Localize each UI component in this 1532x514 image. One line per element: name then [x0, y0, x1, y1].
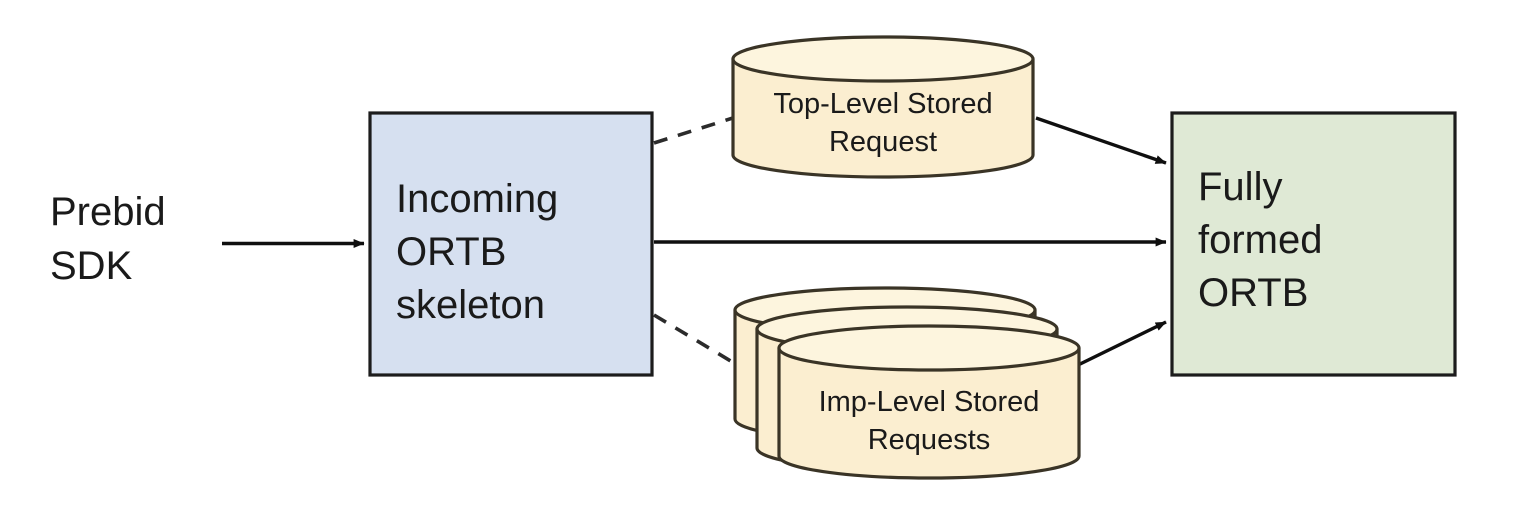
- fully-formed-ortb-line-2: formed: [1198, 218, 1323, 262]
- top-level-stored-request-line-2: Request: [829, 126, 937, 158]
- node-prebid-sdk: Prebid SDK: [50, 190, 166, 288]
- prebid-sdk-line-2: SDK: [50, 244, 133, 288]
- imp-level-stored-requests-front-body[interactable]: [777, 346, 1081, 480]
- incoming-ortb-skeleton-line-3: skeleton: [396, 283, 545, 327]
- node-incoming-ortb-skeleton[interactable]: Incoming ORTB skeleton: [368, 111, 654, 377]
- fully-formed-ortb-line-3: ORTB: [1198, 271, 1308, 315]
- incoming-ortb-skeleton-line-1: Incoming: [396, 177, 558, 221]
- edge-incoming-to-top-level-store: [653, 115, 737, 145]
- imp-level-stored-requests-front-top: [777, 324, 1081, 372]
- node-fully-formed-ortb[interactable]: Fully formed ORTB: [1170, 111, 1457, 377]
- incoming-ortb-skeleton-line-2: ORTB: [396, 230, 506, 274]
- incoming-ortb-skeleton-box[interactable]: [368, 111, 654, 377]
- edge-incoming-to-imp-level-store: [653, 313, 740, 368]
- edge-top-level-store-to-output: [1035, 116, 1167, 165]
- top-level-stored-request-body[interactable]: [731, 57, 1035, 179]
- node-top-level-stored-request[interactable]: Top-Level Stored Request: [731, 35, 1035, 179]
- imp-level-stored-requests-line-2: Requests: [868, 424, 991, 456]
- prebid-sdk-line-1: Prebid: [50, 190, 166, 234]
- top-level-stored-request-top: [731, 35, 1035, 83]
- edge-imp-level-store-to-output: [1075, 320, 1167, 368]
- imp-level-stored-requests-line-1: Imp-Level Stored: [819, 386, 1040, 418]
- top-level-stored-request-line-1: Top-Level Stored: [773, 88, 992, 120]
- fully-formed-ortb-line-1: Fully: [1198, 165, 1282, 209]
- fully-formed-ortb-box[interactable]: [1170, 111, 1457, 377]
- node-imp-level-stored-requests[interactable]: Imp-Level Stored Requests: [733, 286, 1081, 480]
